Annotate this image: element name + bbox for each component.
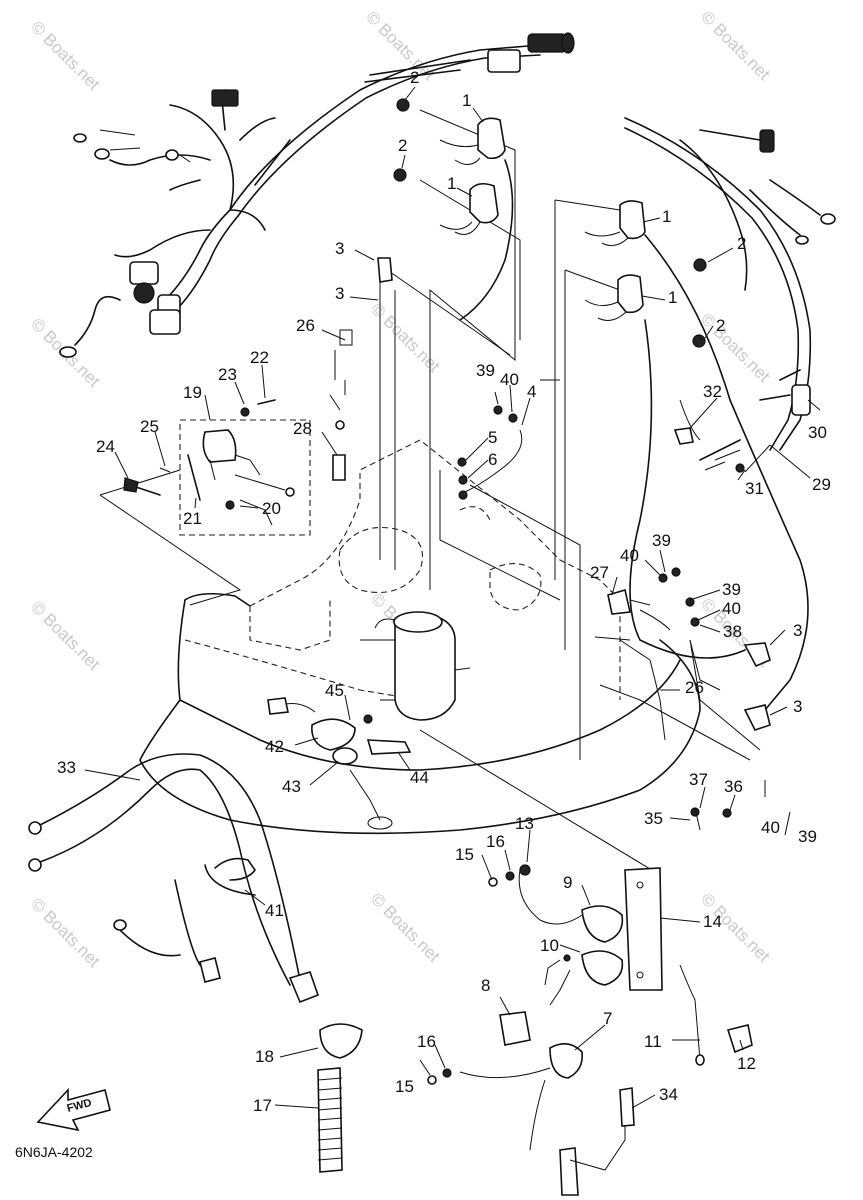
callout-label: 28 <box>293 419 312 438</box>
sensor-parts <box>329 329 745 741</box>
callout-label: 39 <box>652 531 671 550</box>
starter-relay-bracket <box>427 864 753 1151</box>
callout-label: 39 <box>798 827 817 846</box>
callout-label: 16 <box>417 1032 436 1051</box>
callout-label: 1 <box>662 207 671 226</box>
callout-label: 40 <box>500 370 519 389</box>
callout-label: 8 <box>481 976 490 995</box>
callout-label: 34 <box>659 1085 678 1104</box>
callout-label: 31 <box>745 479 764 498</box>
callout-label: 2 <box>737 234 746 253</box>
watermark: © Boats.net <box>367 299 444 376</box>
bottom-cowling <box>139 592 701 835</box>
callout-label: 3 <box>335 239 344 258</box>
callout-label: 2 <box>398 136 407 155</box>
callout-label: 5 <box>488 428 497 447</box>
watermark: © Boats.net <box>27 17 104 94</box>
callout-label: 3 <box>793 621 802 640</box>
callout-label: 11 <box>644 1032 662 1051</box>
callout-label: 1 <box>447 174 456 193</box>
callout-label: 43 <box>282 777 301 796</box>
callout-label: 17 <box>253 1096 272 1115</box>
watermark: © Boats.net <box>367 889 444 966</box>
callout-label: 16 <box>486 832 505 851</box>
callout-label: 4 <box>527 382 536 401</box>
callout-label: 15 <box>455 845 474 864</box>
watermark: © Boats.net <box>697 309 774 386</box>
callout-label: 26 <box>685 678 704 697</box>
callout-label: 9 <box>563 873 572 892</box>
callout-label: 22 <box>250 348 269 367</box>
callout-leaders <box>84 86 821 1109</box>
callout-label: 36 <box>724 777 743 796</box>
callout-label: 42 <box>265 737 284 756</box>
callout-label: 44 <box>410 768 429 787</box>
callout-label: 2 <box>410 68 419 87</box>
callout-label: 38 <box>723 622 742 641</box>
watermark: © Boats.net <box>27 597 104 674</box>
callout-label: 39 <box>476 361 495 380</box>
callout-label: 3 <box>335 284 344 303</box>
grommet-parts <box>267 697 412 765</box>
callout-label: 41 <box>265 901 284 920</box>
spark-plug-leads <box>377 159 809 731</box>
callout-label: 40 <box>620 546 639 565</box>
bottom-parts <box>317 807 732 1196</box>
callout-label: 3 <box>793 697 802 716</box>
callout-label: 23 <box>218 365 237 384</box>
battery-cables <box>28 753 320 1004</box>
callout-label: 20 <box>262 499 281 518</box>
callout-label: 12 <box>737 1054 756 1073</box>
band-strap <box>204 857 256 896</box>
starter-motor <box>360 611 471 721</box>
callout-label: 1 <box>462 91 471 110</box>
callout-label: 19 <box>183 383 202 402</box>
callout-label: 14 <box>703 912 722 931</box>
callout-label: 30 <box>808 423 827 442</box>
callout-label: 24 <box>96 437 115 456</box>
ignition-coil-group <box>393 98 707 348</box>
leader-lines <box>99 109 761 876</box>
callout-label: 27 <box>590 563 609 582</box>
callout-numbers: 1 1 1 1 2 2 2 2 3 3 3 3 4 5 6 7 8 9 10 1… <box>57 68 831 1115</box>
callout-label: 37 <box>689 770 708 789</box>
callout-label: 13 <box>515 814 534 833</box>
watermark: © Boats.net <box>27 894 104 971</box>
diagram-code: 6N6JA-4202 <box>15 1144 93 1160</box>
callout-label: 29 <box>812 475 831 494</box>
callout-label: 10 <box>540 936 559 955</box>
callout-label: 26 <box>296 316 315 335</box>
callout-label: 25 <box>140 417 159 436</box>
callout-label: 40 <box>722 599 741 618</box>
callout-label: 32 <box>703 382 722 401</box>
callout-label: 7 <box>603 1009 612 1028</box>
callout-label: 40 <box>761 818 780 837</box>
engine-block-outline <box>184 439 621 701</box>
callout-label: 18 <box>255 1047 274 1066</box>
callout-label: 45 <box>325 681 344 700</box>
callout-label: 33 <box>57 758 76 777</box>
callout-label: 39 <box>722 580 741 599</box>
fwd-arrow-icon: FWD <box>36 1087 111 1132</box>
watermark: © Boats.net <box>697 7 774 84</box>
callout-label: 1 <box>668 288 677 307</box>
wire-harness <box>59 32 575 358</box>
tilt-relay-group <box>123 399 311 536</box>
callout-label: 15 <box>395 1077 414 1096</box>
callout-label: 2 <box>716 316 725 335</box>
right-wire-harness <box>624 117 836 461</box>
callout-label: 35 <box>644 809 663 828</box>
callout-label: 6 <box>488 450 497 469</box>
callout-label: 21 <box>183 509 202 528</box>
